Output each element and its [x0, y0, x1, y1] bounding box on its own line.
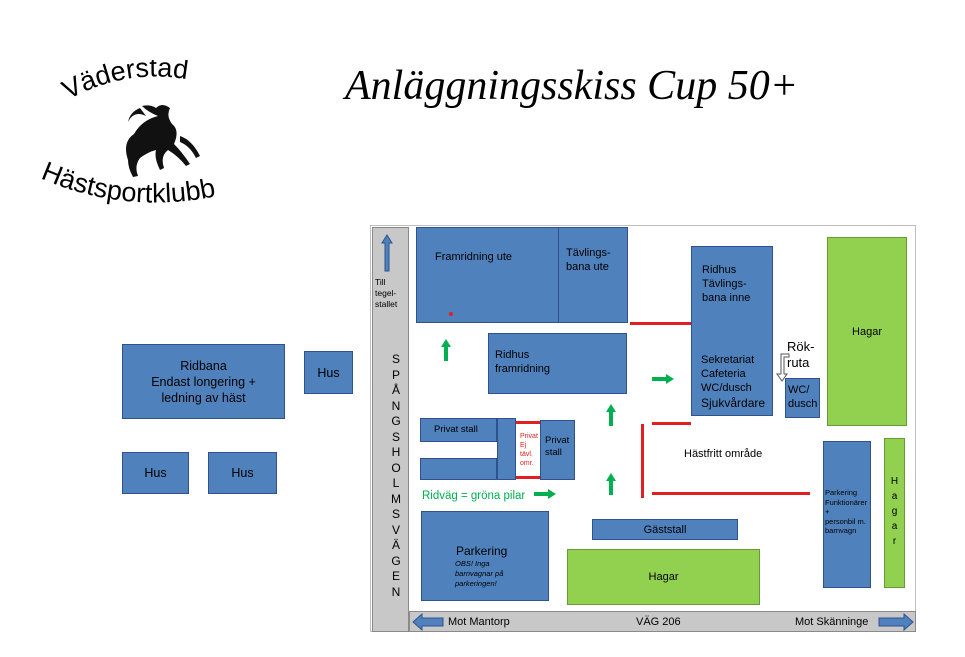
ridvag-label: Ridväg = gröna pilar: [422, 490, 526, 502]
tavlingsbana-ute-label: Tävlings- bana ute: [566, 247, 611, 273]
road-letter: L: [392, 476, 400, 490]
wc-dusch-label: WC/ dusch: [788, 384, 818, 410]
privat-stall-1-label: Privat stall: [434, 424, 478, 435]
gaststall-label: Gäststall: [643, 523, 687, 536]
vag-206-label: VÄG 206: [636, 616, 681, 628]
hagar-right-label: Hagar: [852, 325, 882, 338]
privat-stall-2-label: Privat stall: [545, 435, 570, 458]
hagar-bottom-label: Hagar: [648, 571, 679, 583]
hagar-right: Hagar: [827, 237, 907, 426]
road-letter: O: [391, 460, 401, 475]
hus-3-label: Hus: [231, 466, 254, 480]
up-arrow-icon: [381, 234, 393, 272]
hagar-letter: r: [892, 536, 897, 547]
privat-stall-vertical: [497, 418, 516, 480]
green-arrow-up-3: [606, 473, 616, 495]
barrier-bottom: [652, 492, 810, 495]
road-letter: Å: [391, 383, 400, 397]
ridbana-label: Ridbana Endast longering + ledning av hä…: [151, 358, 256, 405]
road-letter: S: [391, 429, 400, 444]
privat-stall-connector: [420, 458, 497, 480]
road-letter: Ä: [391, 538, 400, 552]
ridhus-framridning-label: Ridhus framridning: [495, 349, 551, 375]
ridhus-tavlingsbana: [691, 246, 773, 416]
hus-1-label: Hus: [317, 365, 340, 380]
road-letter: V: [391, 522, 400, 537]
framridning-ute: [416, 227, 628, 323]
green-arrow-right-2: [534, 489, 556, 499]
green-arrow-up-2: [606, 404, 616, 426]
hagar-letter: g: [891, 506, 898, 517]
hagar-bottom: Hagar: [567, 549, 760, 605]
rokruta-label: Rök- ruta: [787, 339, 815, 370]
hus-2-label: Hus: [144, 466, 167, 480]
green-arrow-right-1: [652, 374, 674, 384]
road-letter: N: [391, 398, 401, 413]
road-letter: N: [391, 584, 401, 599]
road-letter: G: [391, 414, 401, 428]
hagar-letter: a: [891, 521, 898, 532]
svg-text:Väderstad: Väderstad: [57, 60, 190, 105]
parkering-note: OBS! Inga barnvagnar på parkeringen!: [455, 559, 504, 588]
privat-stall-2: [540, 420, 575, 480]
page-title: Anläggningsskiss Cup 50+: [345, 63, 799, 109]
privat-ej-label: Privat Ej tävl. omr.: [520, 433, 538, 467]
parkering-funktionarer: [823, 441, 871, 588]
sekretariat-label: Sekretariat Cafeteria WC/dusch: [701, 354, 755, 394]
logo-text-arc: Väderstad Hästsportklubb: [38, 60, 218, 209]
hus-3: Hus: [208, 452, 277, 494]
horse-icon: [126, 105, 200, 177]
tavlingsbana-ute: [558, 227, 628, 323]
ridhus-framridning: [488, 333, 627, 394]
parkering: [421, 511, 549, 601]
road-letter: H: [391, 445, 401, 459]
hus-1: Hus: [304, 351, 353, 394]
hagar-letter: a: [891, 491, 898, 502]
hagar-letter: H: [890, 476, 899, 487]
red-dot: [449, 312, 453, 316]
framridning-ute-label: Framridning ute: [435, 251, 513, 263]
sjukvardare-label: Sjukvårdare: [701, 396, 766, 410]
left-arrow-icon: [412, 613, 444, 631]
ridhus-tavlingsbana-label: Ridhus Tävlings- bana inne: [702, 264, 751, 304]
parkering-label: Parkering: [456, 544, 508, 558]
hus-2: Hus: [122, 452, 189, 494]
road-letter: E: [391, 569, 400, 583]
rokruta-arrow-icon: [776, 353, 790, 382]
road-letter: G: [391, 553, 401, 568]
vag-206-road: [409, 611, 916, 632]
logo: Väderstad Hästsportklubb: [30, 60, 250, 220]
road-letter: S: [391, 507, 400, 521]
right-arrow-icon: [878, 613, 914, 631]
spangsholmsvagen-road: [372, 227, 409, 632]
svg-text:Hästsportklubb: Hästsportklubb: [38, 156, 218, 209]
road-letter: S: [391, 352, 400, 366]
till-tegelstallet-label: Till tegel- stallet: [375, 277, 398, 309]
hagar-vertical: [884, 438, 905, 588]
mot-skanninge-label: Mot Skänninge: [795, 616, 869, 628]
privat-ej-area: [516, 421, 540, 479]
green-arrow-up-1: [441, 339, 451, 361]
privat-stall-1: [420, 418, 497, 442]
gaststall: Gäststall: [592, 519, 738, 540]
wc-dusch: [785, 378, 820, 418]
mot-mantorp-label: Mot Mantorp: [448, 616, 510, 628]
road-letter: P: [391, 367, 400, 382]
parkering-funktionarer-label: Parkering Funktionärer + personbil m. ba…: [825, 488, 868, 535]
barrier-mid-h: [652, 422, 691, 425]
road-letter: M: [391, 491, 401, 506]
barrier-top: [630, 322, 691, 325]
hastfritt-label: Hästfritt område: [684, 448, 763, 460]
barrier-mid-v: [641, 424, 644, 498]
ridbana-area: Ridbana Endast longering + ledning av hä…: [122, 344, 285, 419]
